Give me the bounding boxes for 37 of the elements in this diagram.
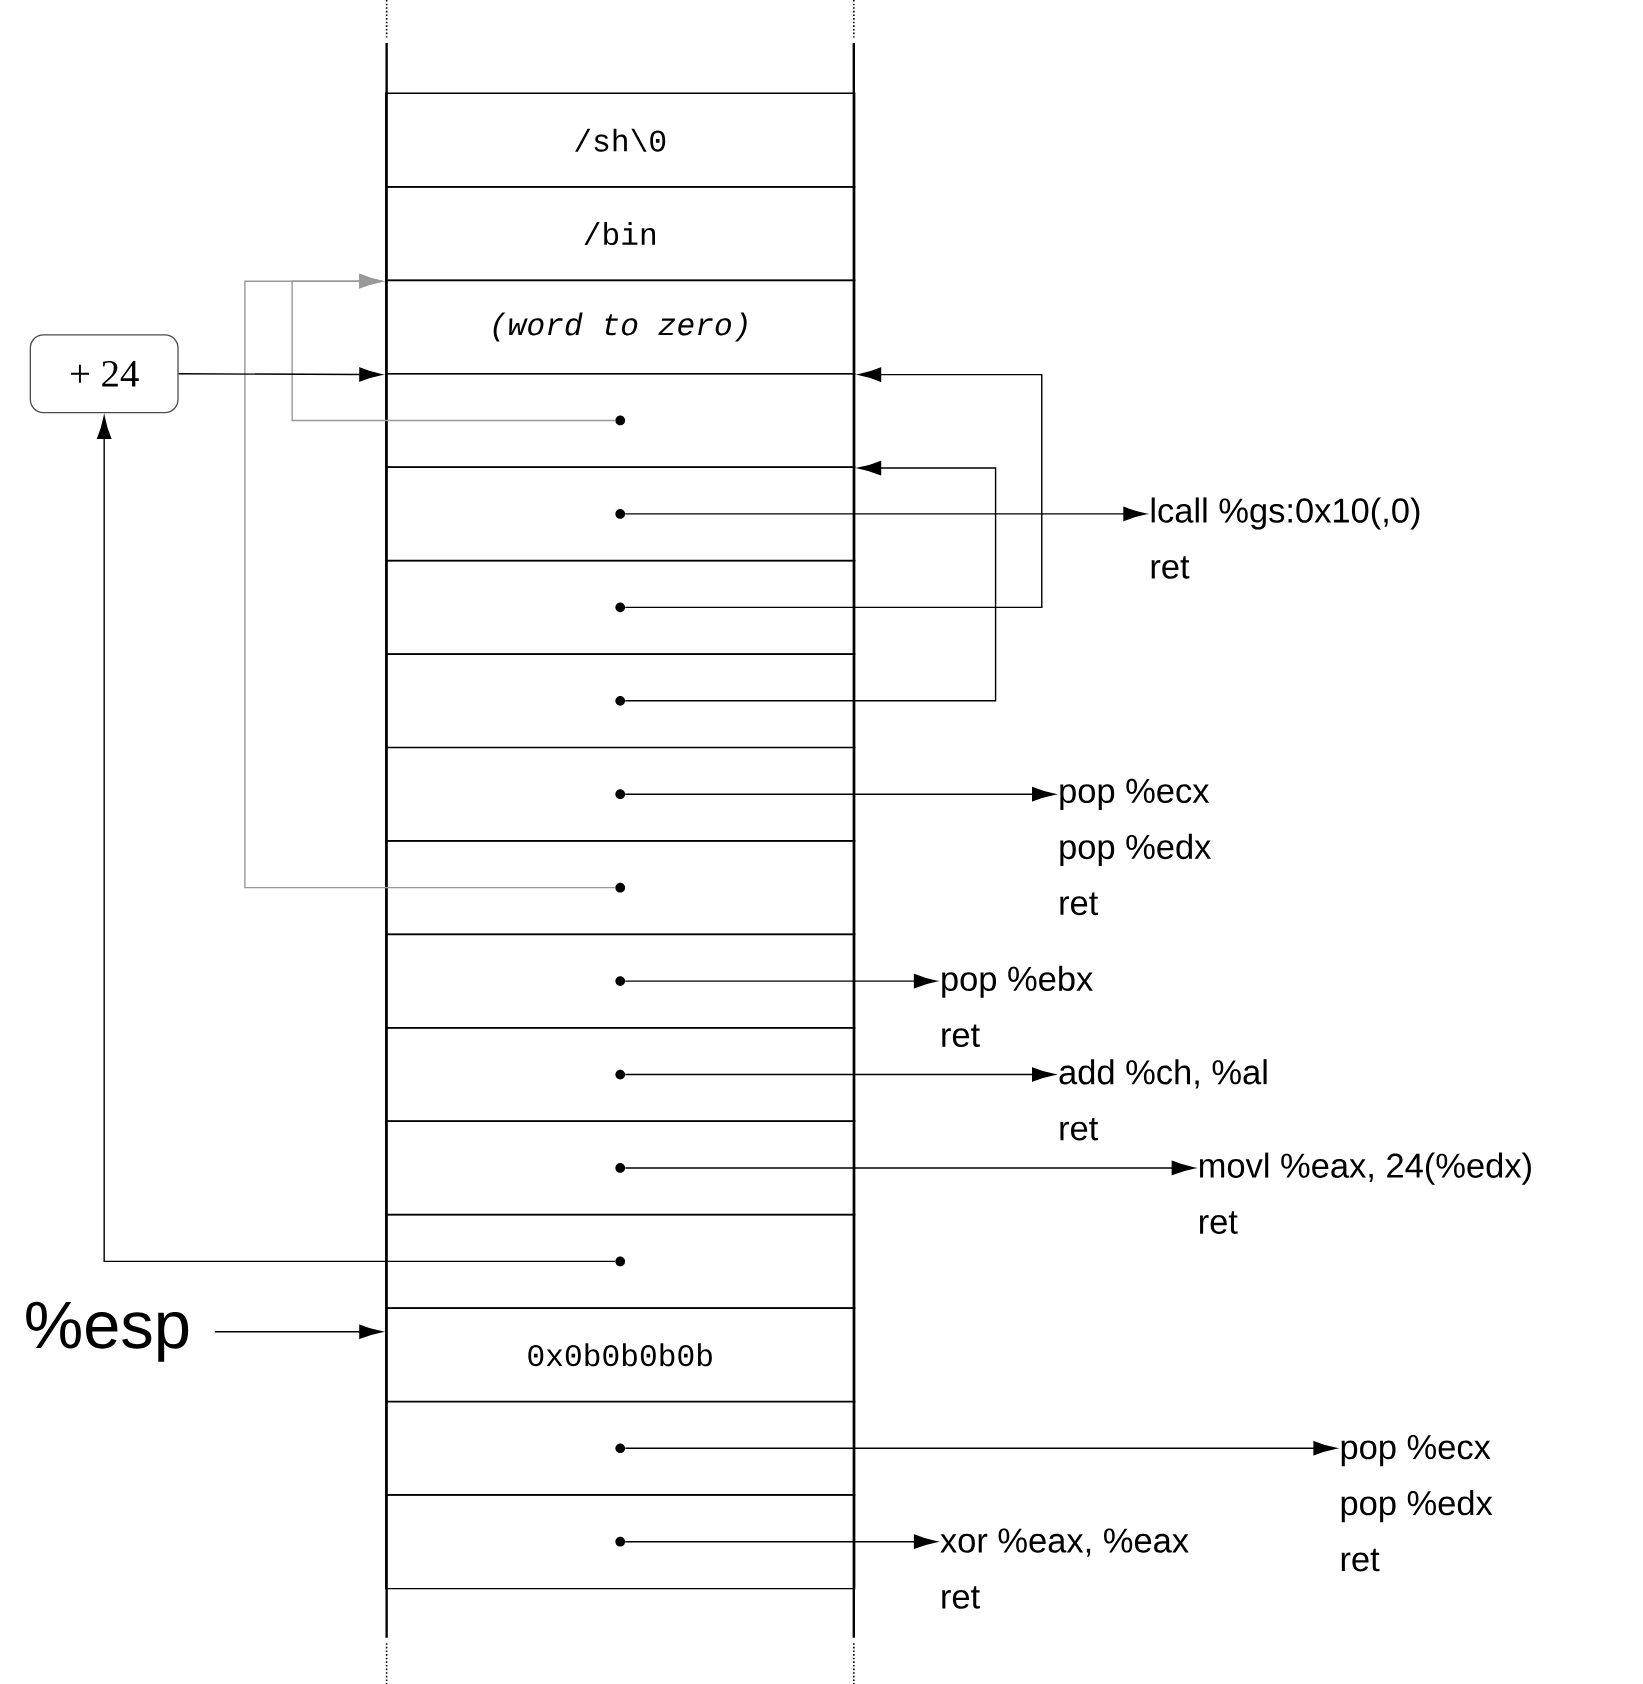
instruction-text: lcall %gs:0x10(,0) ret <box>1151 497 1420 579</box>
stack-cell <box>385 1026 856 1123</box>
arrow <box>244 274 616 889</box>
stack-cell <box>385 1120 856 1216</box>
instruction-text: pop %ecx pop %edx ret <box>1341 1435 1493 1572</box>
arrow <box>624 973 937 989</box>
arrow <box>624 1534 937 1549</box>
stack-cell <box>385 840 856 936</box>
arrow <box>624 787 1055 802</box>
arrow <box>624 506 1147 522</box>
instruction-text: pop %ecx pop %edx ret <box>1060 778 1211 916</box>
stack-cell <box>385 372 856 469</box>
stack-cell: /bin <box>385 186 856 282</box>
offset-box: + 24 <box>29 334 179 414</box>
arrow <box>624 460 997 702</box>
stack-cell <box>385 653 856 749</box>
stack-cell <box>385 466 856 562</box>
arrow <box>96 416 616 1263</box>
stack-cell: /sh\0 <box>385 92 856 188</box>
arrow <box>359 1324 383 1339</box>
arrow <box>177 367 383 382</box>
arrow <box>624 1160 1195 1176</box>
stack-cell <box>385 746 856 842</box>
arrow <box>624 1441 1337 1456</box>
stack-cell: (word to zero) <box>385 279 856 375</box>
stack-cell <box>385 1213 856 1309</box>
instruction-text: add %ch, %al ret <box>1059 1059 1267 1141</box>
register-label: %esp <box>26 1301 189 1362</box>
stack-cell <box>385 559 856 655</box>
instruction-text: xor %eax, %eax ret <box>940 1528 1189 1609</box>
stack-cell: 0x0b0b0b0b <box>385 1307 856 1403</box>
stack-cell <box>385 1494 856 1590</box>
arrow <box>624 367 1043 609</box>
stack-cell <box>385 933 856 1029</box>
instruction-text: pop %ebx ret <box>942 965 1093 1048</box>
stack-cell <box>385 1400 856 1496</box>
instruction-text: movl %eax, 24(%edx) ret <box>1199 1152 1531 1234</box>
